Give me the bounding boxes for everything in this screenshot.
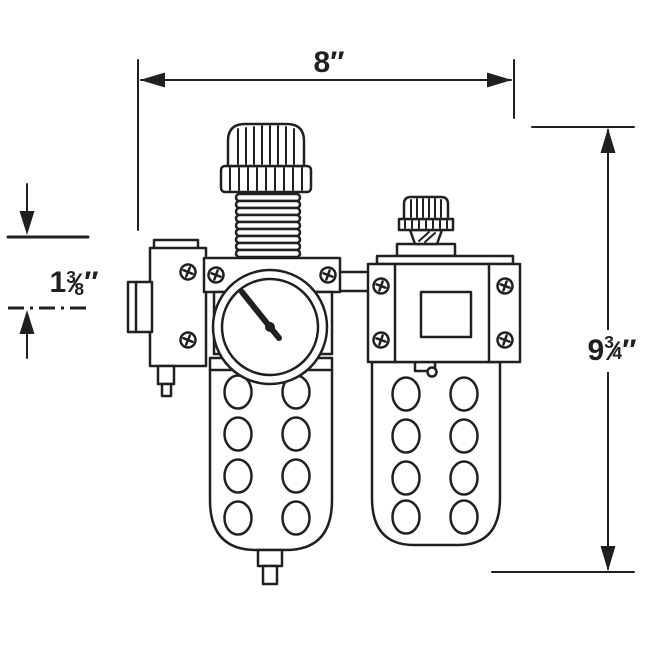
width-dimension bbox=[137, 59, 515, 231]
sight-window bbox=[419, 290, 473, 339]
arrowhead-right bbox=[487, 72, 512, 88]
block-drain bbox=[156, 364, 176, 386]
inlet-port-block bbox=[126, 238, 208, 398]
pressure-gauge bbox=[211, 268, 329, 386]
bowl-guard-hole bbox=[391, 460, 421, 496]
inlet-denominator: 8 bbox=[74, 279, 85, 300]
arrowhead-down bbox=[600, 546, 616, 571]
bowl-guard-hole bbox=[281, 458, 311, 494]
bowl-guard-hole bbox=[223, 500, 253, 536]
arrowhead-up bbox=[600, 128, 616, 153]
regulator-spring bbox=[234, 192, 302, 259]
height-whole: 9 bbox=[587, 334, 605, 367]
bowl-guard-hole bbox=[449, 499, 479, 535]
bowl-guard-hole bbox=[391, 418, 421, 454]
bowl-guard-hole bbox=[281, 500, 311, 536]
bowl-guard-hole bbox=[391, 499, 421, 535]
width-unit: ″ bbox=[330, 46, 345, 79]
bowl-guard-hole bbox=[449, 376, 479, 412]
filter-drain bbox=[256, 548, 284, 586]
inlet-dimension-label: 13⁄8″ bbox=[34, 268, 114, 298]
height-denominator: 4 bbox=[612, 343, 623, 364]
bowl-guard-hole bbox=[223, 416, 253, 452]
bowl-guard-hole bbox=[449, 460, 479, 496]
bowl-guard-hole bbox=[281, 416, 311, 452]
height-numerator: 3 bbox=[604, 331, 614, 352]
arrowhead-down bbox=[19, 211, 35, 235]
gauge-needle bbox=[239, 289, 273, 330]
lubricator-body bbox=[366, 242, 522, 364]
fraction-slash: ⁄ bbox=[610, 335, 616, 366]
arrowhead-left bbox=[140, 72, 165, 88]
inlet-numerator: 3 bbox=[66, 267, 76, 288]
arrowhead-up bbox=[19, 310, 35, 334]
inlet-whole: 1 bbox=[49, 266, 67, 299]
regulator-knob bbox=[219, 122, 313, 194]
width-value: 8 bbox=[313, 46, 331, 79]
inlet-unit: ″ bbox=[84, 266, 99, 299]
width-dimension-label: 8″ bbox=[297, 48, 361, 78]
inlet-port bbox=[126, 280, 154, 334]
filter-bowl bbox=[208, 356, 334, 586]
lubricator-knob bbox=[397, 195, 455, 246]
bowl-guard-hole bbox=[449, 418, 479, 454]
bowl-guard-hole bbox=[391, 376, 421, 412]
inlet-dimension bbox=[6, 183, 90, 359]
fraction-slash: ⁄ bbox=[72, 268, 78, 298]
lubricator-bowl bbox=[370, 360, 502, 547]
bowl-guard-hole bbox=[223, 458, 253, 494]
height-unit: ″ bbox=[622, 334, 637, 367]
